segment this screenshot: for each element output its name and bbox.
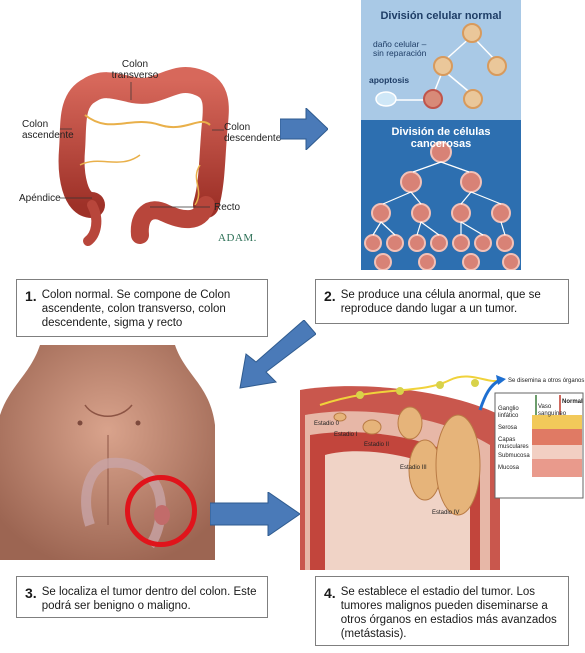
step-3-box: 3. Se localiza el tumor dentro del colon…: [16, 576, 268, 618]
submucosa-label: Submucosa: [498, 453, 530, 459]
step-1-number: 1.: [25, 288, 37, 304]
inset-normal-label: Normal: [562, 399, 583, 405]
arrow-right-2: [210, 492, 300, 536]
colon-anatomy-image: [58, 67, 229, 246]
stage-3-label: Estadio III: [400, 465, 427, 471]
step-4-box: 4. Se establece el estadio del tumor. Lo…: [315, 576, 569, 646]
apoptosis-label: apoptosis: [369, 75, 410, 85]
torso-illustration: [0, 345, 220, 560]
step-3-text: Se localiza el tumor dentro del colon. E…: [41, 586, 257, 612]
staging-image: [300, 375, 584, 570]
stage-4-label: Estadio IV: [432, 510, 460, 516]
arrow-down-left: [236, 320, 316, 390]
tumor-highlight-circle: [125, 475, 197, 547]
step-2-number: 2.: [324, 288, 336, 304]
label-apendice: Apéndice: [19, 193, 61, 204]
stage-1-label: Estadio I: [334, 432, 358, 438]
mucosa-label: Mucosa: [498, 465, 520, 471]
blood-vessel-label: Vaso sanguíneo: [538, 404, 567, 417]
normal-division-title: División celular normal: [380, 10, 502, 22]
lymph-node-label: Ganglio linfático: [498, 406, 519, 419]
cancer-division-title: División de células cancerosas: [391, 126, 491, 150]
cell-diagram: [364, 23, 520, 270]
label-colon-ascendente: Colon ascendente: [22, 119, 74, 141]
stage-0-label: Estadio 0: [314, 421, 340, 427]
step-4-text: Se establece el estadio del tumor. Los t…: [340, 586, 557, 640]
tumor-staging-illustration: Se disemina a otros órganos Normal Gangl…: [300, 375, 585, 570]
spread-label: Se disemina a otros órganos: [508, 378, 585, 384]
step-2-text: Se produce una célula anormal, que se re…: [340, 289, 541, 315]
cell-damage-label: daño celular – sin reparación: [373, 39, 427, 58]
serosa-label: Serosa: [498, 425, 518, 431]
step-2-box: 2. Se produce una célula anormal, que se…: [315, 279, 569, 324]
cell-division-illustration: División celular normal daño celular – s…: [361, 0, 521, 270]
label-recto: Recto: [214, 202, 241, 213]
colon-illustration: Colon transverso Colon ascendente Colon …: [0, 55, 282, 255]
step-4-number: 4.: [324, 585, 336, 601]
step-3-number: 3.: [25, 585, 37, 601]
step-1-text: Colon normal. Se compone de Colon ascend…: [41, 289, 231, 329]
muscle-layers-label: Capas musculares: [498, 437, 529, 450]
adam-logo: ADAM.: [218, 232, 257, 244]
arrow-right-1: [280, 108, 328, 150]
step-1-box: 1. Colon normal. Se compone de Colon asc…: [16, 279, 268, 337]
stage-2-label: Estadio II: [364, 442, 390, 448]
label-colon-transverso: Colon transverso: [111, 59, 159, 81]
label-colon-descendente: Colon descendente: [224, 122, 282, 144]
